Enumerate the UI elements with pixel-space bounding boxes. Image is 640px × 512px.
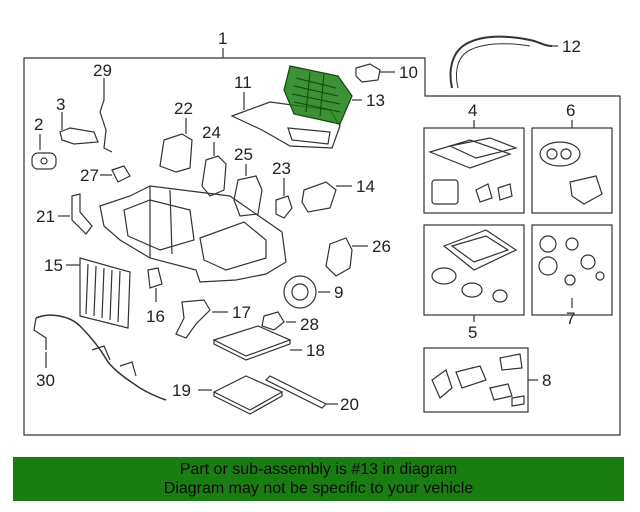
callout-7: 7 — [566, 309, 575, 328]
callout-19: 19 — [172, 381, 191, 400]
callout-4: 4 — [468, 101, 477, 120]
callout-5: 5 — [468, 323, 477, 342]
part-27 — [111, 165, 131, 183]
callout-3: 3 — [56, 95, 65, 114]
callout-28: 28 — [300, 315, 319, 334]
hvac-housing — [99, 185, 287, 283]
part-17 — [175, 299, 211, 339]
subbox-6 — [531, 127, 613, 214]
callout-17: 17 — [232, 303, 251, 322]
callout-22: 22 — [174, 99, 193, 118]
info-banner: Part or sub-assembly is #13 in diagram D… — [13, 457, 624, 501]
part-3 — [59, 127, 99, 145]
callout-21: 21 — [36, 207, 55, 226]
callout-11: 11 — [234, 73, 252, 92]
callout-9: 9 — [334, 283, 343, 302]
part-2 — [31, 152, 57, 170]
part-24 — [201, 155, 227, 197]
part-28 — [261, 311, 285, 331]
part-25 — [233, 175, 263, 217]
callout-26: 26 — [372, 237, 391, 256]
part-19 — [212, 375, 284, 411]
part-9 — [283, 275, 317, 309]
part-29 — [99, 86, 113, 153]
callout-12: 12 — [562, 37, 581, 56]
callout-8: 8 — [542, 371, 551, 390]
callout-30: 30 — [36, 371, 55, 390]
callout-16: 16 — [146, 307, 165, 326]
part-21 — [71, 193, 93, 235]
callout-2: 2 — [34, 115, 43, 134]
callout-27: 27 — [80, 166, 99, 185]
part-13-highlight — [283, 65, 362, 125]
callout-15: 15 — [44, 256, 63, 275]
part-14 — [301, 181, 337, 213]
part-20 — [264, 375, 328, 409]
callout-20: 20 — [340, 395, 359, 414]
part-26 — [325, 237, 353, 277]
callout-23: 23 — [272, 159, 291, 178]
assembly-outline — [23, 57, 621, 436]
part-15 — [79, 257, 131, 329]
callout-29: 29 — [93, 61, 112, 80]
callout-6: 6 — [566, 101, 575, 120]
callout-24: 24 — [202, 123, 221, 142]
banner-line-1: Part or sub-assembly is #13 in diagram — [179, 461, 458, 478]
callout-13: 13 — [366, 91, 385, 110]
parts-diagram: 1 29 11 10 12 13 3 22 2 24 25 23 27 14 2… — [23, 29, 621, 436]
callout-25: 25 — [234, 145, 253, 164]
part-12-hose — [449, 35, 553, 89]
part-10 — [355, 63, 381, 83]
callout-18: 18 — [306, 341, 325, 360]
callout-14: 14 — [356, 177, 375, 196]
part-11 — [230, 101, 341, 149]
part-23 — [275, 195, 293, 219]
callout-10: 10 — [399, 63, 418, 82]
callout-1: 1 — [218, 29, 227, 48]
part-22 — [159, 133, 193, 173]
part-16 — [147, 267, 163, 289]
part-5-gasket — [442, 229, 518, 271]
banner-line-2: Diagram may not be specific to your vehi… — [163, 480, 474, 497]
part-18 — [212, 325, 292, 357]
part-30 — [35, 314, 167, 401]
subbox-7 — [531, 224, 613, 316]
